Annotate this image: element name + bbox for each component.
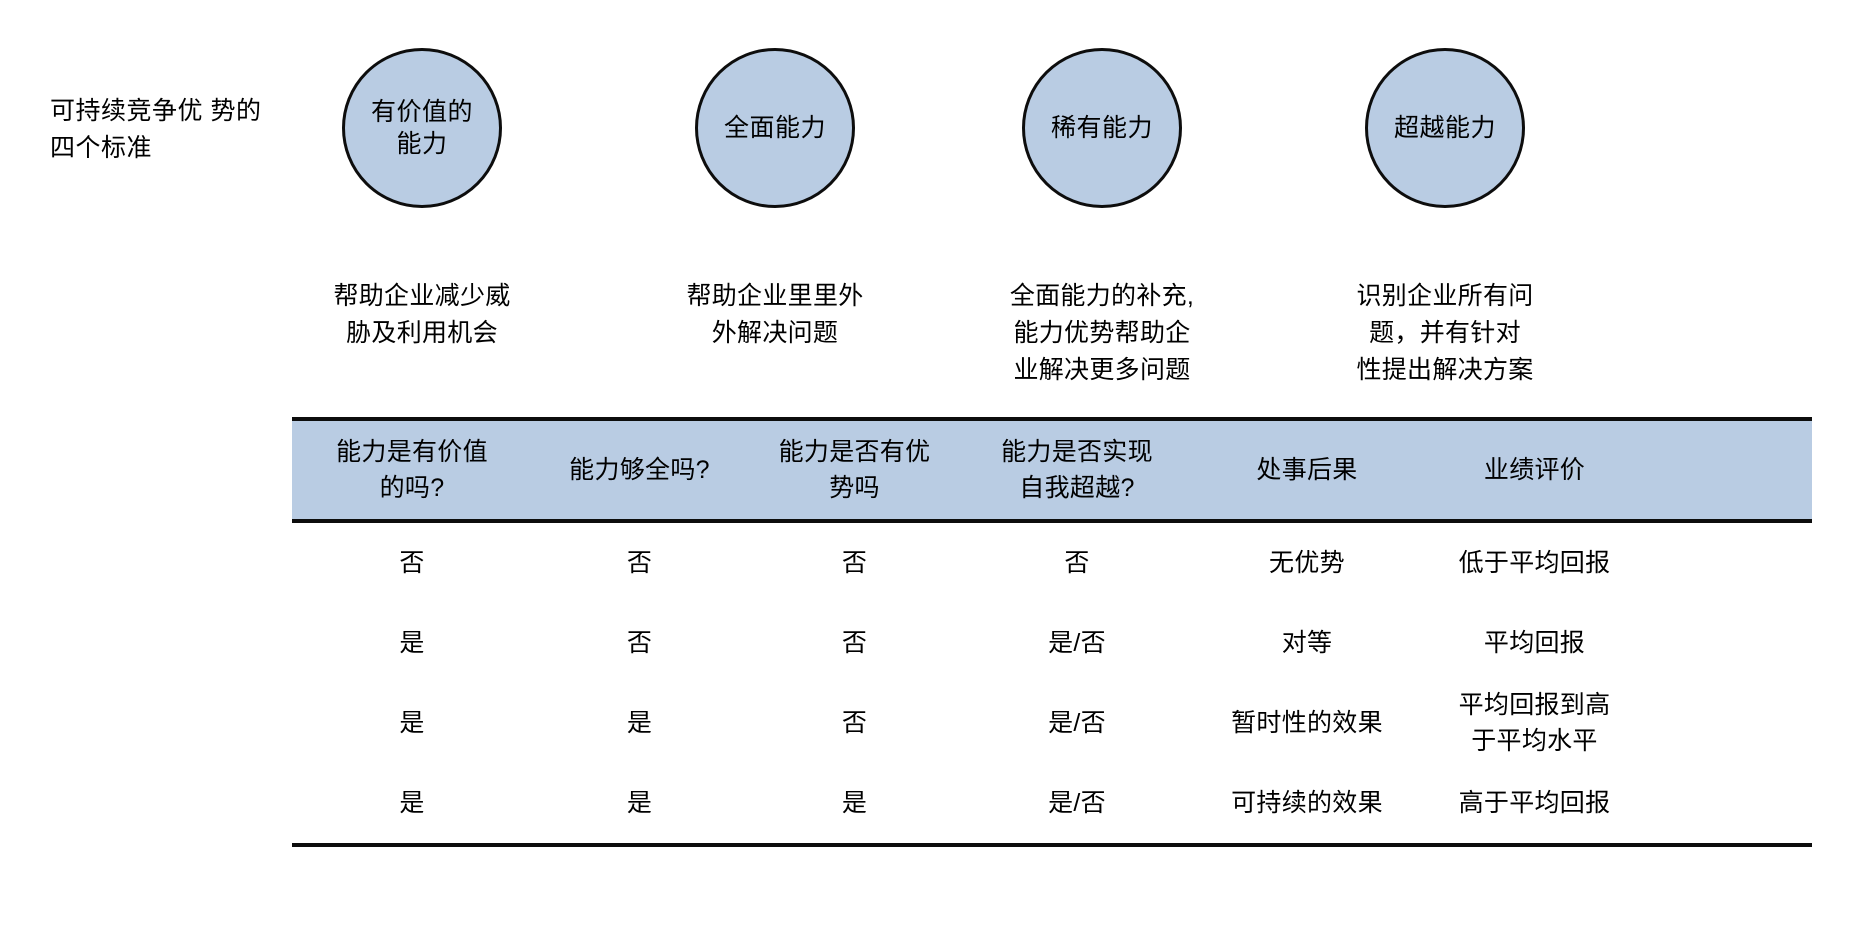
table-cell: 否 — [399, 549, 425, 577]
table-cell: 是 — [399, 709, 425, 737]
table-row: 是 是 是 是/否 可持续的效果 高于平均回报 — [292, 763, 1812, 843]
diagram-side-title: 可持续竞争优 势的四个标准 — [50, 97, 262, 162]
table-cell: 是/否 — [1048, 789, 1106, 817]
table-cell: 是/否 — [1048, 709, 1106, 737]
table-header-row: 能力是有价值 的吗? 能力够全吗? 能力是否有优 势吗 能力是否实现 自我超越?… — [292, 421, 1812, 519]
criteria-circle-slot-2: 稀有能力 — [1022, 48, 1182, 208]
criteria-description-valuable: 帮助企业减少威 胁及利用机会 — [333, 282, 511, 347]
criteria-circle-valuable[interactable]: 有价值的 能力 — [342, 48, 502, 208]
table-header-cell: 能力是否实现 自我超越? — [1001, 438, 1153, 502]
table-cell: 平均回报 — [1483, 629, 1586, 657]
criteria-circle-label: 全面能力 — [723, 114, 826, 142]
table-cell: 暂时性的效果 — [1231, 709, 1383, 737]
table-cell: 无优势 — [1269, 549, 1345, 577]
table-cell: 否 — [626, 549, 653, 577]
criteria-circle-label: 有价值的 能力 — [370, 98, 473, 158]
table-cell: 是 — [841, 789, 868, 817]
criteria-circle-slot-1: 全面能力 — [695, 48, 855, 208]
table-cell: 否 — [841, 709, 868, 737]
table-cell: 否 — [626, 629, 653, 657]
table-header-cell: 业绩评价 — [1483, 456, 1586, 484]
criteria-circle-transcendent[interactable]: 超越能力 — [1365, 48, 1525, 208]
criteria-circles-row: 有价值的 能力 全面能力 稀有能力 超越能力 — [292, 48, 1812, 208]
table-bottom-rule — [292, 843, 1812, 847]
table-header-rule — [292, 519, 1812, 523]
outcomes-table: 能力是有价值 的吗? 能力够全吗? 能力是否有优 势吗 能力是否实现 自我超越?… — [292, 417, 1812, 847]
table-cell: 是 — [399, 789, 425, 817]
table-cell: 对等 — [1281, 629, 1333, 657]
table-cell: 是/否 — [1048, 629, 1106, 657]
criteria-description-comprehensive: 帮助企业里里外 外解决问题 — [686, 282, 864, 347]
table-header-cell: 能力是有价值 的吗? — [336, 438, 488, 502]
criteria-descriptions-row: 帮助企业减少威 胁及利用机会 帮助企业里里外 外解决问题 全面能力的补充, 能力… — [292, 278, 1812, 398]
table-top-rule — [292, 417, 1812, 421]
table-header-cell: 能力是否有优 势吗 — [778, 438, 931, 502]
table-cell: 是 — [626, 709, 653, 737]
criteria-circle-slot-0: 有价值的 能力 — [342, 48, 502, 208]
table-cell: 低于平均回报 — [1458, 549, 1611, 577]
table-row: 是 是 否 是/否 暂时性的效果 平均回报到高 于平均水平 — [292, 683, 1812, 763]
table-cell: 平均回报到高 于平均水平 — [1458, 691, 1611, 755]
criteria-circle-rare[interactable]: 稀有能力 — [1022, 48, 1182, 208]
table-row: 否 否 否 否 无优势 低于平均回报 — [292, 523, 1812, 603]
table-cell: 否 — [841, 549, 868, 577]
criteria-circle-comprehensive[interactable]: 全面能力 — [695, 48, 855, 208]
table-cell: 否 — [1064, 549, 1090, 577]
table-cell: 是 — [626, 789, 653, 817]
table-cell: 高于平均回报 — [1458, 789, 1611, 817]
table-row: 是 否 否 是/否 对等 平均回报 — [292, 603, 1812, 683]
table-header-cell: 能力够全吗? — [569, 456, 710, 484]
criteria-circle-slot-3: 超越能力 — [1365, 48, 1525, 208]
criteria-circle-label: 超越能力 — [1393, 114, 1496, 142]
table-cell: 可持续的效果 — [1231, 789, 1383, 817]
criteria-circle-label: 稀有能力 — [1050, 114, 1153, 142]
table-body: 否 否 否 否 无优势 低于平均回报 是 否 否 是/否 对等 平均回报 是 是… — [292, 523, 1812, 843]
table-cell: 是 — [399, 629, 425, 657]
criteria-description-rare: 全面能力的补充, 能力优势帮助企 业解决更多问题 — [1009, 282, 1195, 384]
table-cell: 否 — [841, 629, 868, 657]
criteria-description-transcendent: 识别企业所有问 题，并有针对 性提出解决方案 — [1356, 282, 1534, 384]
table-header-cell: 处事后果 — [1256, 456, 1358, 484]
